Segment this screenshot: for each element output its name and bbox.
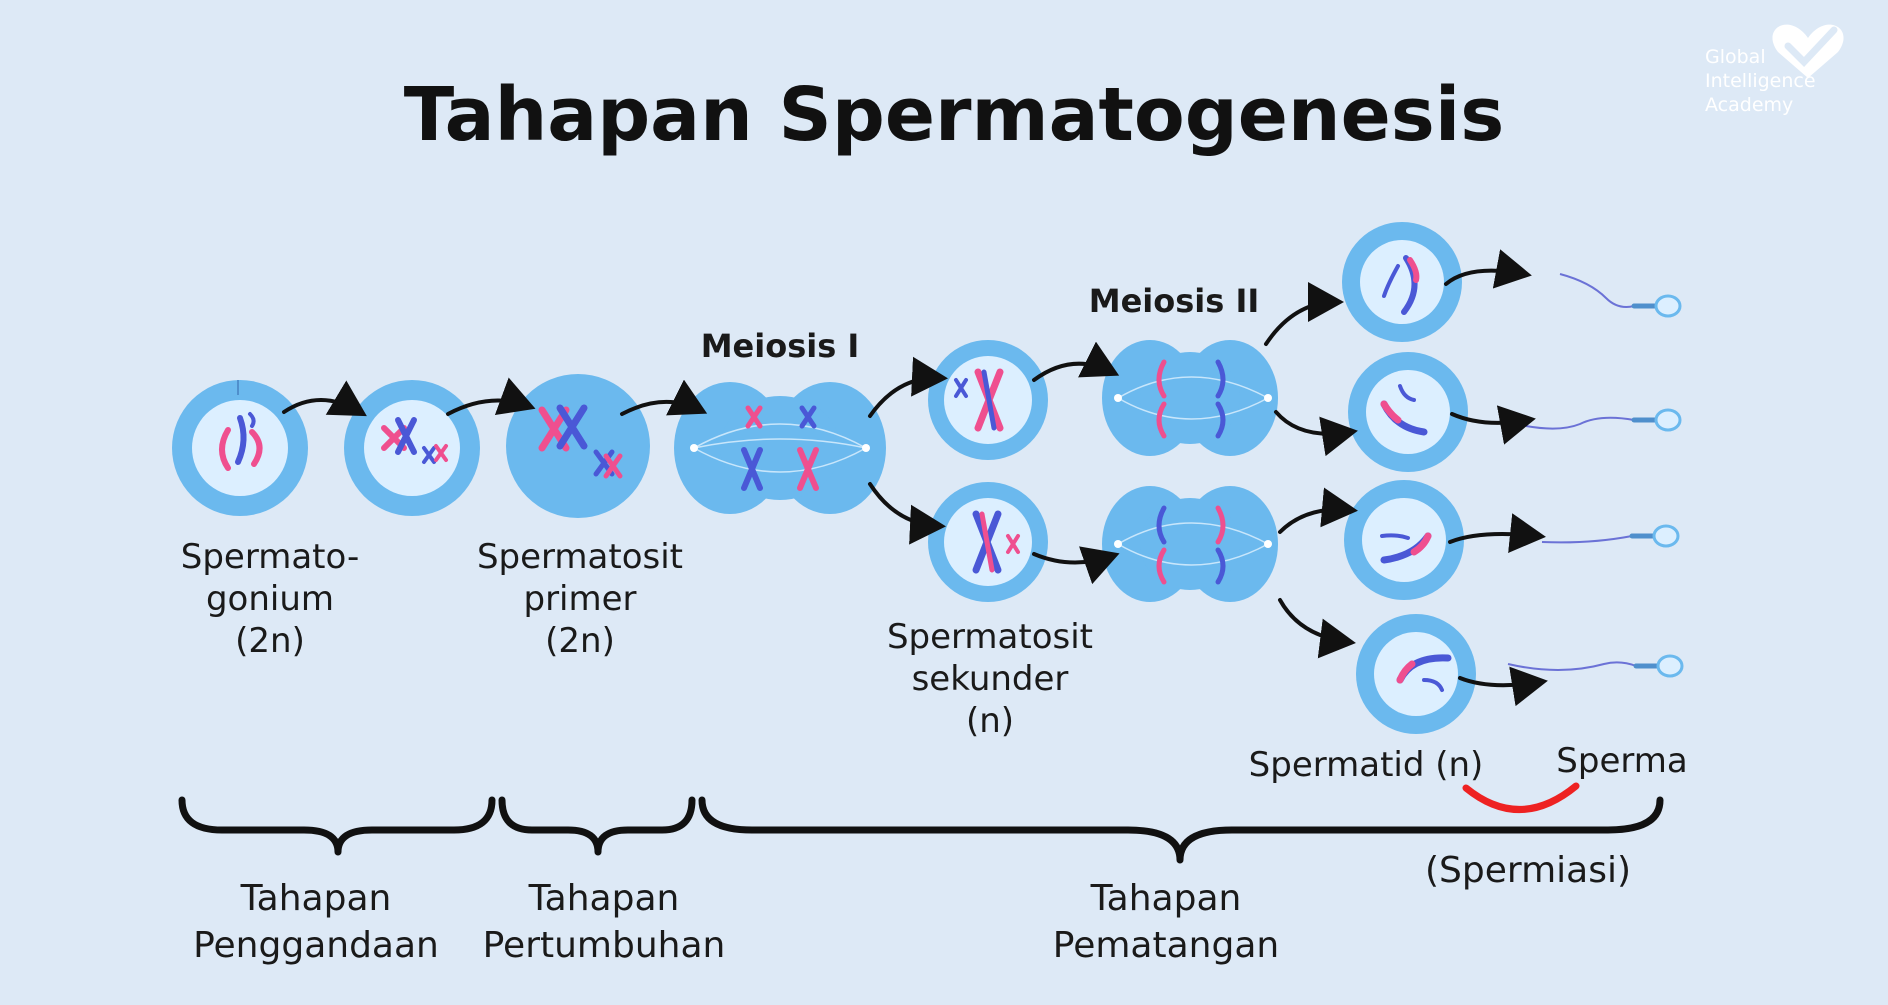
brace-pertumbuhan — [498, 796, 696, 856]
svg-text:Tahapan: Tahapan — [1090, 878, 1242, 919]
label-spermatosit-sekunder: Spermatosit sekunder (n) — [887, 617, 1093, 741]
sperm-4 — [1507, 654, 1684, 678]
cell-spermatid-1 — [1342, 222, 1462, 342]
cell-spermatosit-sekunder-bottom — [928, 482, 1048, 602]
brace-penggandaan — [178, 796, 496, 856]
cell-meiosis-2-bottom — [1102, 486, 1278, 602]
logo-line-2: Intelligence — [1705, 70, 1816, 92]
arrow-1 — [282, 380, 367, 417]
arrow-3 — [620, 379, 708, 416]
label-spermatid: Spermatid (n) — [1249, 745, 1484, 785]
svg-text:Pertumbuhan: Pertumbuhan — [483, 925, 726, 966]
cell-spermatid-3 — [1344, 480, 1464, 600]
label-spermatogonium: Spermato- gonium (2n) — [181, 537, 359, 661]
label-sperma: Sperma — [1556, 741, 1687, 781]
cell-spermatid-2 — [1348, 352, 1468, 472]
arrow-2 — [446, 377, 536, 416]
svg-text:(2n): (2n) — [545, 621, 615, 661]
stage-braces — [178, 796, 1664, 864]
svg-text:sekunder: sekunder — [912, 659, 1069, 699]
cell-spermatogonium-dividing — [344, 380, 480, 516]
arrow-8 — [1264, 282, 1344, 346]
stage-penggandaan: Tahapan Penggandaan — [193, 878, 439, 966]
heart-icon — [1772, 24, 1844, 78]
process-arrows — [282, 249, 1548, 707]
cell-meiosis-1 — [674, 382, 886, 514]
meiosis-1-label: Meiosis I — [701, 327, 860, 365]
brace-pematangan — [698, 796, 1664, 864]
arrow-13 — [1450, 405, 1536, 445]
arrow-15 — [1458, 666, 1548, 707]
stage-pertumbuhan: Tahapan Pertumbuhan — [483, 878, 726, 966]
meiosis-2-label: Meiosis II — [1089, 282, 1260, 320]
svg-text:primer: primer — [523, 579, 636, 619]
sperm-1 — [1559, 273, 1682, 318]
arrow-7 — [1032, 546, 1120, 585]
svg-text:Tahapan: Tahapan — [528, 878, 680, 919]
arrow-11 — [1278, 598, 1356, 659]
svg-text:Pematangan: Pematangan — [1053, 925, 1279, 966]
logo-line-3: Academy — [1705, 94, 1793, 116]
logo: Global Intelligence Academy — [1705, 24, 1844, 116]
cell-spermatid-4 — [1356, 614, 1476, 734]
arrow-6 — [1032, 341, 1120, 382]
svg-text:Spermato-: Spermato- — [181, 537, 359, 577]
cell-spermatosit-sekunder-top — [928, 340, 1048, 460]
arrow-10 — [1278, 487, 1358, 534]
cell-spermatogonium — [172, 380, 308, 516]
cell-spermatosit-primer — [506, 374, 650, 518]
arrow-14 — [1448, 513, 1546, 554]
arrow-4 — [868, 356, 948, 418]
sperm-3 — [1541, 524, 1680, 548]
svg-text:Spermatosit: Spermatosit — [887, 617, 1093, 657]
arrow-12 — [1444, 249, 1532, 289]
svg-text:gonium: gonium — [206, 579, 334, 619]
stage-pematangan: Tahapan Pematangan — [1053, 878, 1279, 966]
stage-spermiasi: (Spermiasi) — [1425, 850, 1631, 891]
logo-line-1: Global — [1705, 46, 1766, 68]
arrow-5 — [868, 482, 946, 545]
arrow-9 — [1274, 410, 1358, 457]
svg-text:(2n): (2n) — [235, 621, 305, 661]
svg-text:Spermatosit: Spermatosit — [477, 537, 683, 577]
spermiasi-arc — [1462, 782, 1580, 813]
label-spermatosit-primer: Spermatosit primer (2n) — [477, 537, 683, 661]
page-title: Tahapan Spermatogenesis — [404, 72, 1505, 158]
svg-text:Tahapan: Tahapan — [240, 878, 392, 919]
cell-meiosis-2-top — [1102, 340, 1278, 456]
svg-text:(n): (n) — [966, 701, 1014, 741]
svg-text:Penggandaan: Penggandaan — [193, 925, 439, 966]
sperm-2 — [1525, 408, 1682, 432]
